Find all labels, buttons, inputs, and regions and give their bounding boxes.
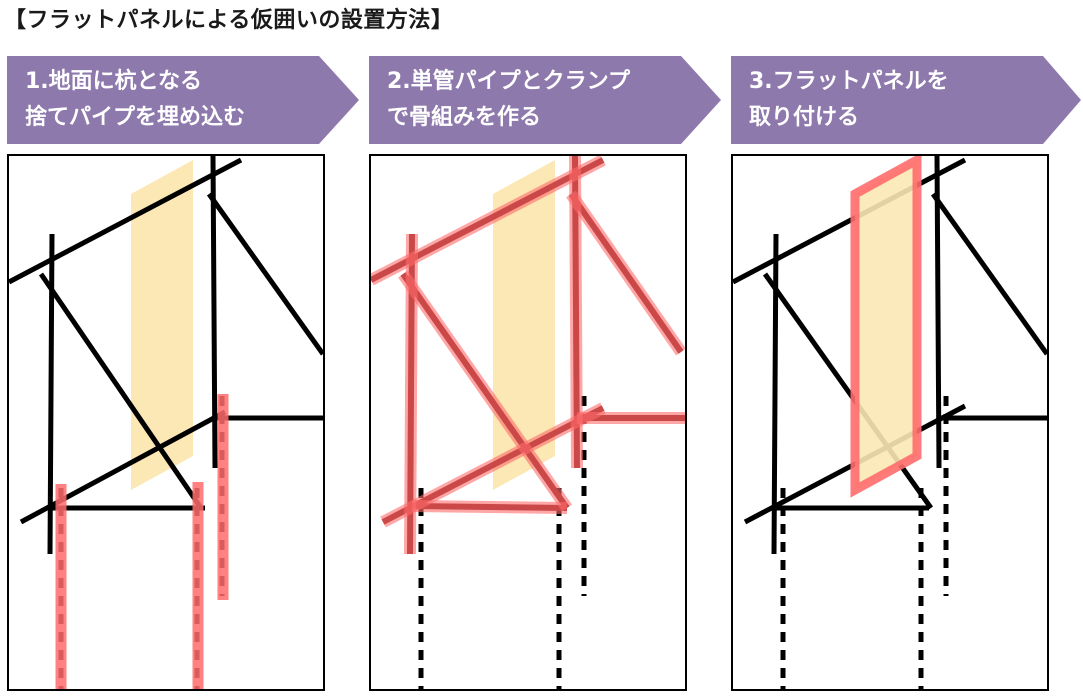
page-title: 【フラットパネルによる仮囲いの設置方法】 [4, 8, 454, 33]
diagram-panel-1 [7, 154, 325, 691]
diagram-panel-3 [731, 154, 1049, 691]
step-arrow [369, 56, 721, 144]
step-1-label: 1.地面に杭となる 捨てパイプを埋め込む [25, 64, 245, 136]
step-1-header: 1.地面に杭となる 捨てパイプを埋め込む [7, 56, 363, 144]
flat-panel-shape [855, 160, 917, 490]
step-arrow [7, 56, 359, 144]
step-2-label: 2.単管パイプとクランプ で骨組みを作る [387, 64, 630, 136]
diagram-panel-2 [369, 154, 687, 691]
flat-panel-shape [493, 160, 555, 490]
step-3-label: 3.フラットパネルを 取り付ける [749, 64, 949, 136]
step-arrow [731, 56, 1081, 144]
buried-pipe-highlight [55, 394, 229, 689]
scaffold-diagram-1 [9, 156, 323, 689]
step-3-header: 3.フラットパネルを 取り付ける [731, 56, 1083, 144]
step-2-line1: 2.単管パイプとクランプ [387, 69, 631, 94]
pipe-frame [418, 396, 587, 689]
pipe-frame-highlight-glow [371, 156, 685, 555]
scaffold-diagram-2 [371, 156, 685, 689]
scaffold-diagram-3 [733, 156, 1047, 689]
step-3-line2: 取り付ける [749, 105, 860, 130]
step-1-line1: 1.地面に杭となる [25, 69, 203, 94]
step-1-line2: 捨てパイプを埋め込む [25, 105, 246, 130]
flat-panel-shape [131, 160, 193, 490]
flat-panel-highlight [850, 156, 922, 498]
step-3-line1: 3.フラットパネルを [749, 69, 949, 94]
pipe-frame [733, 156, 1047, 689]
step-2-header: 2.単管パイプとクランプ で骨組みを作る [369, 56, 725, 144]
step-2-line2: で骨組みを作る [387, 105, 542, 130]
